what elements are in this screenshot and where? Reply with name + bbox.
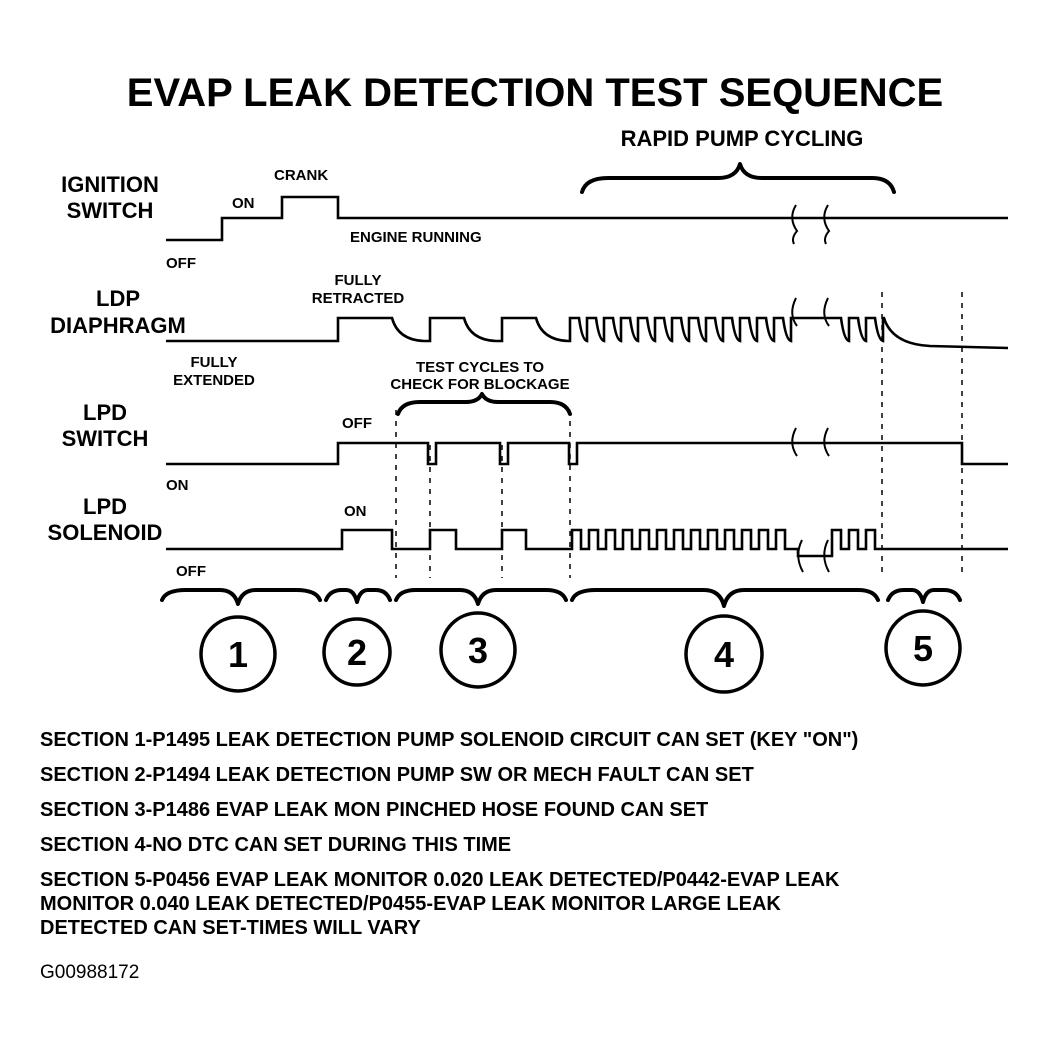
- ignition-on-label: ON: [232, 195, 255, 212]
- lpd-solenoid-waveform: [166, 528, 1008, 558]
- section-4-circle: [684, 614, 764, 694]
- section-5-circle: [884, 609, 962, 687]
- section-1-number: 1: [228, 634, 248, 675]
- lpd-switch-label-line2: SWITCH: [62, 426, 149, 451]
- section-5-description-line3: DETECTED CAN SET-TIMES WILL VARY: [40, 917, 421, 939]
- ignition-switch-label-line2: SWITCH: [67, 198, 154, 223]
- test-cycles-label-line1: TEST CYCLES TO: [416, 359, 544, 376]
- section-1-circle: [199, 615, 277, 693]
- diagram-title: EVAP LEAK DETECTION TEST SEQUENCE: [127, 71, 943, 115]
- test-cycles-brace: [396, 392, 572, 416]
- ignition-switch-waveform: [166, 195, 1008, 242]
- section-3-circle: [439, 611, 517, 689]
- fully-retracted-label-line1: FULLY: [335, 272, 382, 289]
- section-5-number: 5: [913, 628, 933, 669]
- section-1-brace: [160, 588, 322, 606]
- rapid-pump-cycling-label: RAPID PUMP CYCLING: [621, 126, 864, 151]
- section-1-description: SECTION 1-P1495 LEAK DETECTION PUMP SOLE…: [40, 729, 858, 751]
- ldp-diaphragm-label-line1: LDP: [96, 286, 140, 311]
- test-cycles-label-line2: CHECK FOR BLOCKAGE: [390, 376, 569, 393]
- solenoid-time-break: [797, 539, 830, 573]
- section-2-description: SECTION 2-P1494 LEAK DETECTION PUMP SW O…: [40, 764, 754, 786]
- fully-extended-label-line1: FULLY: [191, 354, 238, 371]
- section-4-number: 4: [714, 634, 734, 675]
- ignition-crank-label: CRANK: [274, 167, 328, 184]
- section-2-number: 2: [347, 632, 367, 673]
- lpd-switch-waveform: [166, 441, 1008, 466]
- section-5-description-line2: MONITOR 0.040 LEAK DETECTED/P0455-EVAP L…: [40, 893, 781, 915]
- ldp-diaphragm-label-line2: DIAPHRAGM: [50, 313, 186, 338]
- lpd-solenoid-label-line2: SOLENOID: [48, 520, 163, 545]
- ignition-time-break: [791, 204, 831, 245]
- section-2-brace: [324, 588, 392, 604]
- ignition-switch-label-line1: IGNITION: [61, 172, 159, 197]
- section-5-description-line1: SECTION 5-P0456 EVAP LEAK MONITOR 0.020 …: [40, 869, 840, 891]
- switch-time-break: [791, 427, 830, 457]
- engine-running-label: ENGINE RUNNING: [350, 229, 482, 246]
- section-4-description: SECTION 4-NO DTC CAN SET DURING THIS TIM…: [40, 834, 511, 856]
- figure-code: G00988172: [40, 962, 139, 983]
- lpd-solenoid-label-line1: LPD: [83, 494, 127, 519]
- switch-on-label: ON: [166, 477, 189, 494]
- solenoid-on-label: ON: [344, 503, 367, 520]
- section-3-brace: [394, 588, 568, 606]
- lpd-switch-label-line1: LPD: [83, 400, 127, 425]
- section-2-circle: [322, 617, 392, 687]
- section-5-brace: [886, 588, 962, 604]
- section-3-number: 3: [468, 630, 488, 671]
- ignition-off-label: OFF: [166, 255, 196, 272]
- switch-off-label: OFF: [342, 415, 372, 432]
- rapid-cycling-brace: [580, 162, 896, 194]
- ldp-diaphragm-waveform: [166, 316, 1009, 350]
- fully-extended-label-line2: EXTENDED: [173, 372, 255, 389]
- section-3-description: SECTION 3-P1486 EVAP LEAK MON PINCHED HO…: [40, 799, 708, 821]
- fully-retracted-label-line2: RETRACTED: [312, 290, 405, 307]
- ldp-time-break: [791, 297, 830, 327]
- section-4-brace: [570, 588, 880, 608]
- solenoid-off-label: OFF: [176, 563, 206, 580]
